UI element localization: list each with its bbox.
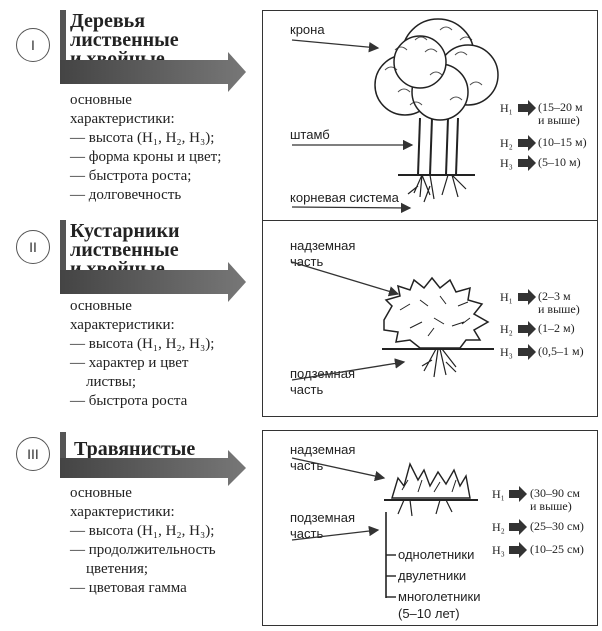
height-code: H₂: [500, 322, 513, 336]
label-root-system: корневая система: [290, 190, 399, 205]
type-perennials-duration: (5–10 лет): [398, 606, 460, 621]
section-arrow-3: [60, 432, 246, 486]
section-arrow-1: [60, 10, 246, 92]
characteristics-line: — цветовая гамма: [70, 580, 187, 596]
characteristics-line: — характер и цвет: [70, 355, 189, 371]
section-title: Травянистые: [74, 438, 196, 460]
height-value: (1–2 м): [538, 321, 575, 335]
label-crown: крона: [290, 22, 325, 37]
title-line: лиственные: [70, 239, 179, 261]
characteristics-line: — высота (H₁, H₂, H₃);: [70, 336, 215, 352]
characteristics-line: листвы;: [86, 374, 137, 390]
characteristics-line: — быстрота роста;: [70, 168, 192, 184]
characteristics-list: основные характеристики: — высота (H₁, H…: [70, 484, 216, 598]
characteristics-line: характеристики:: [70, 504, 175, 520]
shrub-illustration: [382, 276, 494, 378]
label-above-ground: надземная часть: [290, 238, 356, 269]
height-value: (25–30 см): [530, 519, 584, 533]
characteristics-line: характеристики:: [70, 317, 175, 333]
height-value: (2–3 м и выше): [538, 289, 580, 316]
height-value: (5–10 м): [538, 155, 581, 169]
characteristics-list: основные характеристики: — высота (H₁, H…: [70, 297, 214, 411]
height-value: (30–90 см и выше): [530, 486, 580, 513]
panel-herbaceous: [262, 430, 598, 626]
characteristics-line: — долговечность: [70, 187, 182, 203]
label-trunk: штамб: [290, 127, 330, 142]
title-line: лиственные: [70, 29, 179, 51]
characteristics-line: — быстрота роста: [70, 393, 188, 409]
type-annuals: однолетники: [398, 547, 475, 562]
section-number: II: [16, 230, 50, 264]
characteristics-list: основные характеристики: — высота (H₁, H…: [70, 91, 221, 205]
characteristics-line: — форма кроны и цвет;: [70, 149, 222, 165]
tree-illustration: [374, 18, 499, 203]
characteristics-line: цветения;: [86, 561, 149, 577]
height-code: H₁: [500, 290, 513, 304]
characteristics-line: — высота (H₁, H₂, H₃);: [70, 130, 215, 146]
title-line: Деревья: [70, 10, 146, 32]
height-code: H₃: [500, 345, 513, 359]
label-underground: подземная часть: [290, 366, 355, 397]
title-line: Кустарники: [70, 220, 180, 242]
title-line: Травянистые: [74, 438, 196, 460]
section-number: I: [16, 28, 50, 62]
characteristics-line: основные: [70, 485, 132, 501]
height-value: (0,5–1 м): [538, 344, 584, 358]
height-code: H₂: [492, 520, 505, 534]
characteristics-line: основные: [70, 92, 132, 108]
herbaceous-illustration: [384, 462, 478, 598]
type-perennials: многолетники: [398, 589, 481, 604]
height-value: (15–20 м и выше): [538, 100, 583, 127]
label-above-ground: надземная часть: [290, 442, 356, 473]
characteristics-line: характеристики:: [70, 111, 175, 127]
height-code: H₁: [492, 487, 505, 501]
characteristics-line: основные: [70, 298, 132, 314]
height-code: H₃: [500, 156, 513, 170]
characteristics-line: — высота (H₁, H₂, H₃);: [70, 523, 215, 539]
height-value: (10–25 см): [530, 542, 584, 556]
height-code: H₁: [500, 101, 513, 115]
section-number: III: [16, 437, 50, 471]
height-value: (10–15 м): [538, 135, 587, 149]
height-code: H₂: [500, 136, 513, 150]
type-biennials: двулетники: [398, 568, 467, 583]
height-code: H₃: [492, 543, 505, 557]
section-arrow-2: [60, 220, 246, 302]
characteristics-line: — продолжительность: [70, 542, 216, 558]
